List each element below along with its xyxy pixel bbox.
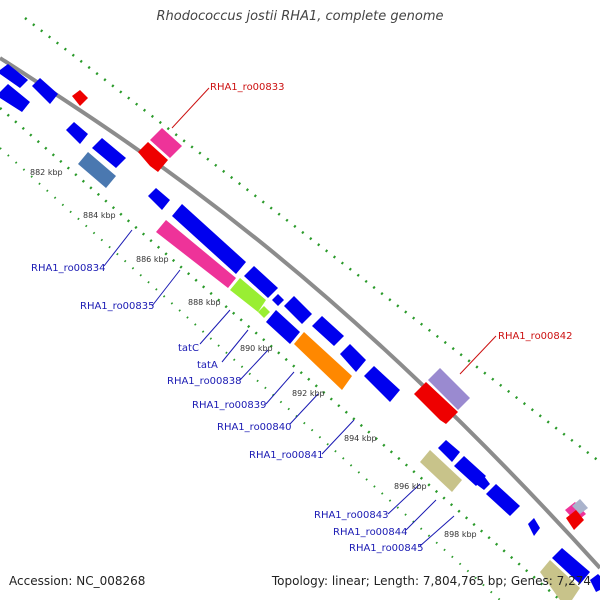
gene-arrow[interactable] <box>572 499 588 514</box>
gene-arrow[interactable] <box>0 64 28 88</box>
gene-arrow[interactable] <box>244 266 278 298</box>
gene-label-ro00835[interactable]: RHA1_ro00835 <box>80 301 155 312</box>
gene-label-ro00839[interactable]: RHA1_ro00839 <box>192 400 267 411</box>
tick-row-inner <box>0 107 561 600</box>
gene-label-ro00841[interactable]: RHA1_ro00841 <box>249 450 324 461</box>
gene-arrow[interactable] <box>454 456 486 486</box>
scale-label: 898 kbp <box>444 530 477 539</box>
gene-arrow[interactable] <box>420 450 462 492</box>
gene-label-ro00838[interactable]: RHA1_ro00838 <box>167 376 242 387</box>
scale-labels: 882 kbp 884 kbp 886 kbp 888 kbp 890 kbp … <box>30 168 477 539</box>
gene-arrow[interactable] <box>230 278 266 312</box>
gene-arrow[interactable] <box>92 138 126 168</box>
gene-arrow[interactable] <box>72 90 88 106</box>
gene-labels: RHA1_ro00833 RHA1_ro00834 RHA1_ro00835 t… <box>31 82 573 554</box>
gene-arrow[interactable] <box>0 84 30 112</box>
scale-label: 884 kbp <box>83 211 116 220</box>
gene-arrow[interactable] <box>66 122 88 144</box>
gene-arrow[interactable] <box>32 78 58 104</box>
gene-arrow[interactable] <box>150 128 182 158</box>
gene-arrow[interactable] <box>266 310 300 344</box>
genome-backbone <box>0 56 600 570</box>
accession-label: Accession: NC_008268 <box>9 574 146 588</box>
scale-label: 886 kbp <box>136 255 169 264</box>
gene-arrow[interactable] <box>540 560 580 600</box>
gene-arrow[interactable] <box>566 510 584 530</box>
gene-arrow[interactable] <box>312 316 344 346</box>
gene-arrow[interactable] <box>364 366 400 402</box>
gene-arrow[interactable] <box>414 382 458 424</box>
label-leaders <box>103 87 497 547</box>
gene-label-ro00834[interactable]: RHA1_ro00834 <box>31 263 106 274</box>
gene-arrow[interactable] <box>428 368 470 410</box>
gene-arrow[interactable] <box>258 306 270 318</box>
scale-label: 896 kbp <box>394 482 427 491</box>
genome-info-label: Topology: linear; Length: 7,804,765 bp; … <box>271 574 591 588</box>
gene-track-reverse <box>72 90 584 530</box>
gene-arrow[interactable] <box>284 296 312 324</box>
gene-arrow[interactable] <box>78 152 116 188</box>
tick-row-outer <box>24 17 600 463</box>
scale-label: 888 kbp <box>188 298 221 307</box>
gene-track-forward <box>150 128 588 522</box>
gene-arrow[interactable] <box>340 344 366 372</box>
map-title: Rhodococcus jostii RHA1, complete genome <box>156 9 444 24</box>
scale-label: 894 kbp <box>344 434 377 443</box>
gene-label-ro00833[interactable]: RHA1_ro00833 <box>210 82 285 93</box>
gene-arrow[interactable] <box>138 142 168 172</box>
gene-label-tata[interactable]: tatA <box>197 360 218 371</box>
scale-label: 882 kbp <box>30 168 63 177</box>
gene-label-ro00843[interactable]: RHA1_ro00843 <box>314 510 389 521</box>
gene-arrow[interactable] <box>294 332 352 390</box>
gene-label-ro00845[interactable]: RHA1_ro00845 <box>349 543 424 554</box>
scale-label: 892 kbp <box>292 389 325 398</box>
gene-arrow[interactable] <box>172 204 246 274</box>
gene-arrow[interactable] <box>486 484 520 516</box>
gene-arrow[interactable] <box>590 574 600 592</box>
gene-arrow[interactable] <box>156 220 236 288</box>
gene-label-ro00840[interactable]: RHA1_ro00840 <box>217 422 292 433</box>
gene-arrow[interactable] <box>272 294 284 306</box>
tick-row-far <box>0 147 501 600</box>
scale-label: 890 kbp <box>240 344 273 353</box>
gene-arrow[interactable] <box>476 476 490 490</box>
gene-label-ro00842[interactable]: RHA1_ro00842 <box>498 331 573 342</box>
gene-track-main <box>0 64 600 600</box>
gene-arrow[interactable] <box>148 188 170 210</box>
gene-arrow[interactable] <box>528 518 540 536</box>
gene-arrow[interactable] <box>552 548 590 584</box>
gene-label-tatc[interactable]: tatC <box>178 343 199 354</box>
gene-label-ro00844[interactable]: RHA1_ro00844 <box>333 527 408 538</box>
gene-arrow[interactable] <box>438 440 460 462</box>
